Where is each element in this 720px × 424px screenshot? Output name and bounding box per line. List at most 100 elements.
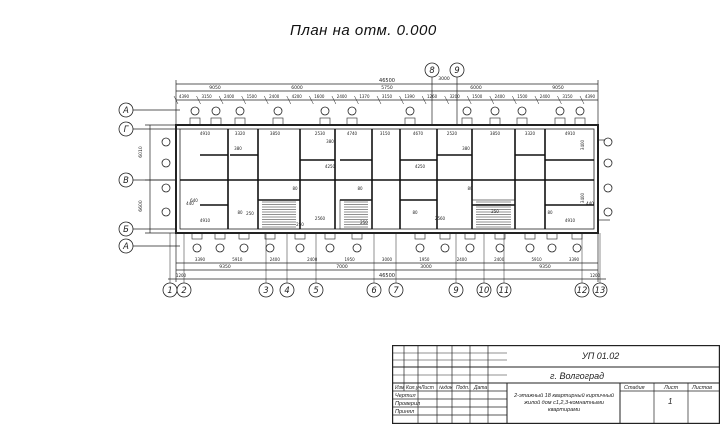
project-code: УП 01.02 <box>582 351 620 361</box>
window-marker-top-7 <box>462 106 472 116</box>
staircase <box>257 199 301 230</box>
window-marker-top-3 <box>273 106 283 116</box>
window-top <box>516 117 528 126</box>
sheets-header: Листов <box>692 385 713 391</box>
side-marker-7 <box>603 207 613 217</box>
dim-bottom-row2-8: 2400 <box>494 257 505 262</box>
dim-bottom-end-left: 1200 <box>176 273 187 278</box>
dim-top-row3-3: 1500 <box>247 94 258 99</box>
dim-top-row3-14: 2400 <box>495 94 506 99</box>
window-bottom <box>439 232 451 240</box>
dim-top-row3-15: 1500 <box>517 94 528 99</box>
dim-bottom-row1-1: 7000 <box>336 264 348 270</box>
room-dim-0: 4910 <box>200 131 211 136</box>
window-marker-bottom-13 <box>572 243 582 253</box>
room-dim-19: 80 <box>292 186 298 191</box>
svg-text:4: 4 <box>284 285 289 295</box>
drawing-title: План на отм. 0.000 <box>290 22 437 39</box>
svg-text:12: 12 <box>577 285 588 295</box>
svg-text:А: А <box>122 241 129 251</box>
window-marker-bottom-8 <box>440 243 450 253</box>
side-marker-2 <box>161 183 171 193</box>
room-dim-33: 3400 <box>580 139 585 150</box>
window-marker-bottom-11 <box>525 243 535 253</box>
axis-bubble-bottom-6: 6 <box>366 282 382 298</box>
dim-bottom-row2-2: 2400 <box>270 257 281 262</box>
axis-bubble-bottom-2: 2 <box>176 282 192 298</box>
window-marker-top-0 <box>190 106 200 116</box>
header-izm: Изм <box>395 385 405 391</box>
axis-bubble-bottom-3: 3 <box>258 282 274 298</box>
window-top <box>554 117 566 126</box>
window-top <box>404 117 416 126</box>
svg-text:2: 2 <box>181 285 186 295</box>
dim-bottom-row2-3: 2400 <box>307 257 318 262</box>
dim-left-1: 6600 <box>138 200 144 212</box>
room-dim-18: 80 <box>237 210 243 215</box>
axis-bubble-bottom-10: 10 <box>476 282 492 298</box>
axis-bubble-top-9: 9 <box>449 62 465 78</box>
dim-top-row3-8: 1370 <box>359 94 370 99</box>
axis-bubble-left-1: Г <box>118 121 134 137</box>
window-marker-top-9 <box>517 106 527 116</box>
window-marker-bottom-7 <box>415 243 425 253</box>
room-dim-21: 80 <box>412 210 418 215</box>
dim-top-row1-2: 5750 <box>381 85 393 91</box>
svg-text:В: В <box>123 175 129 185</box>
window-bottom <box>324 232 336 240</box>
room-dim-13: 380 <box>462 146 470 151</box>
window-marker-bottom-0 <box>192 243 202 253</box>
axis-bubble-bottom-9: 9 <box>448 282 464 298</box>
staircase <box>471 199 516 230</box>
window-marker-top-1 <box>211 106 221 116</box>
dim-bottom-row1-2: 3000 <box>420 264 432 270</box>
sheet-header: Лист <box>664 385 679 391</box>
window-top <box>210 117 222 126</box>
window-marker-bottom-2 <box>239 243 249 253</box>
window-bottom <box>294 232 306 240</box>
room-dim-25: 2560 <box>435 216 446 221</box>
header-ndok: №док <box>439 385 453 391</box>
window-marker-top-10 <box>555 106 565 116</box>
room-dim-14: 250 <box>246 211 254 216</box>
window-top <box>234 117 246 126</box>
header-podp: Подп. <box>456 385 470 391</box>
svg-text:А: А <box>122 105 129 115</box>
dim-bottom-row2-5: 3000 <box>382 257 393 262</box>
dim-top-row3-6: 1600 <box>314 94 325 99</box>
window-top <box>346 117 358 126</box>
room-dim-5: 3150 <box>380 131 391 136</box>
window-bottom <box>571 232 583 240</box>
room-dim-3: 2530 <box>315 131 326 136</box>
window-bottom <box>214 232 226 240</box>
room-dim-12: 380 <box>234 146 242 151</box>
room-dim-27: 4250 <box>415 164 426 169</box>
window-bottom <box>264 232 276 240</box>
svg-text:10: 10 <box>479 285 490 295</box>
svg-text:13: 13 <box>595 285 606 295</box>
dim-top-row3-2: 2400 <box>224 94 235 99</box>
svg-text:5: 5 <box>313 285 318 295</box>
window-bottom <box>464 232 476 240</box>
window-top <box>489 117 501 126</box>
dim-bottom-row2-0: 3390 <box>195 257 206 262</box>
room-dim-11: 380 <box>326 139 334 144</box>
room-dim-6: 4670 <box>413 131 424 136</box>
window-marker-bottom-6 <box>352 243 362 253</box>
window-marker-top-2 <box>235 106 245 116</box>
window-bottom <box>546 232 558 240</box>
svg-text:9: 9 <box>453 285 458 295</box>
dim-bottom-row2-7: 2400 <box>457 257 468 262</box>
room-dim-1: 3320 <box>235 131 246 136</box>
axis-bubble-left-3: Б <box>118 221 134 237</box>
city: г. Волгоград <box>550 371 605 381</box>
svg-text:6: 6 <box>371 285 376 295</box>
window-marker-bottom-4 <box>295 243 305 253</box>
room-dim-9: 3320 <box>525 131 536 136</box>
axis-bubble-bottom-11: 11 <box>496 282 512 298</box>
window-marker-bottom-9 <box>465 243 475 253</box>
dim-bottom-row2-1: 5910 <box>232 257 243 262</box>
window-bottom <box>494 232 506 240</box>
room-dim-16: 250 <box>360 220 368 225</box>
